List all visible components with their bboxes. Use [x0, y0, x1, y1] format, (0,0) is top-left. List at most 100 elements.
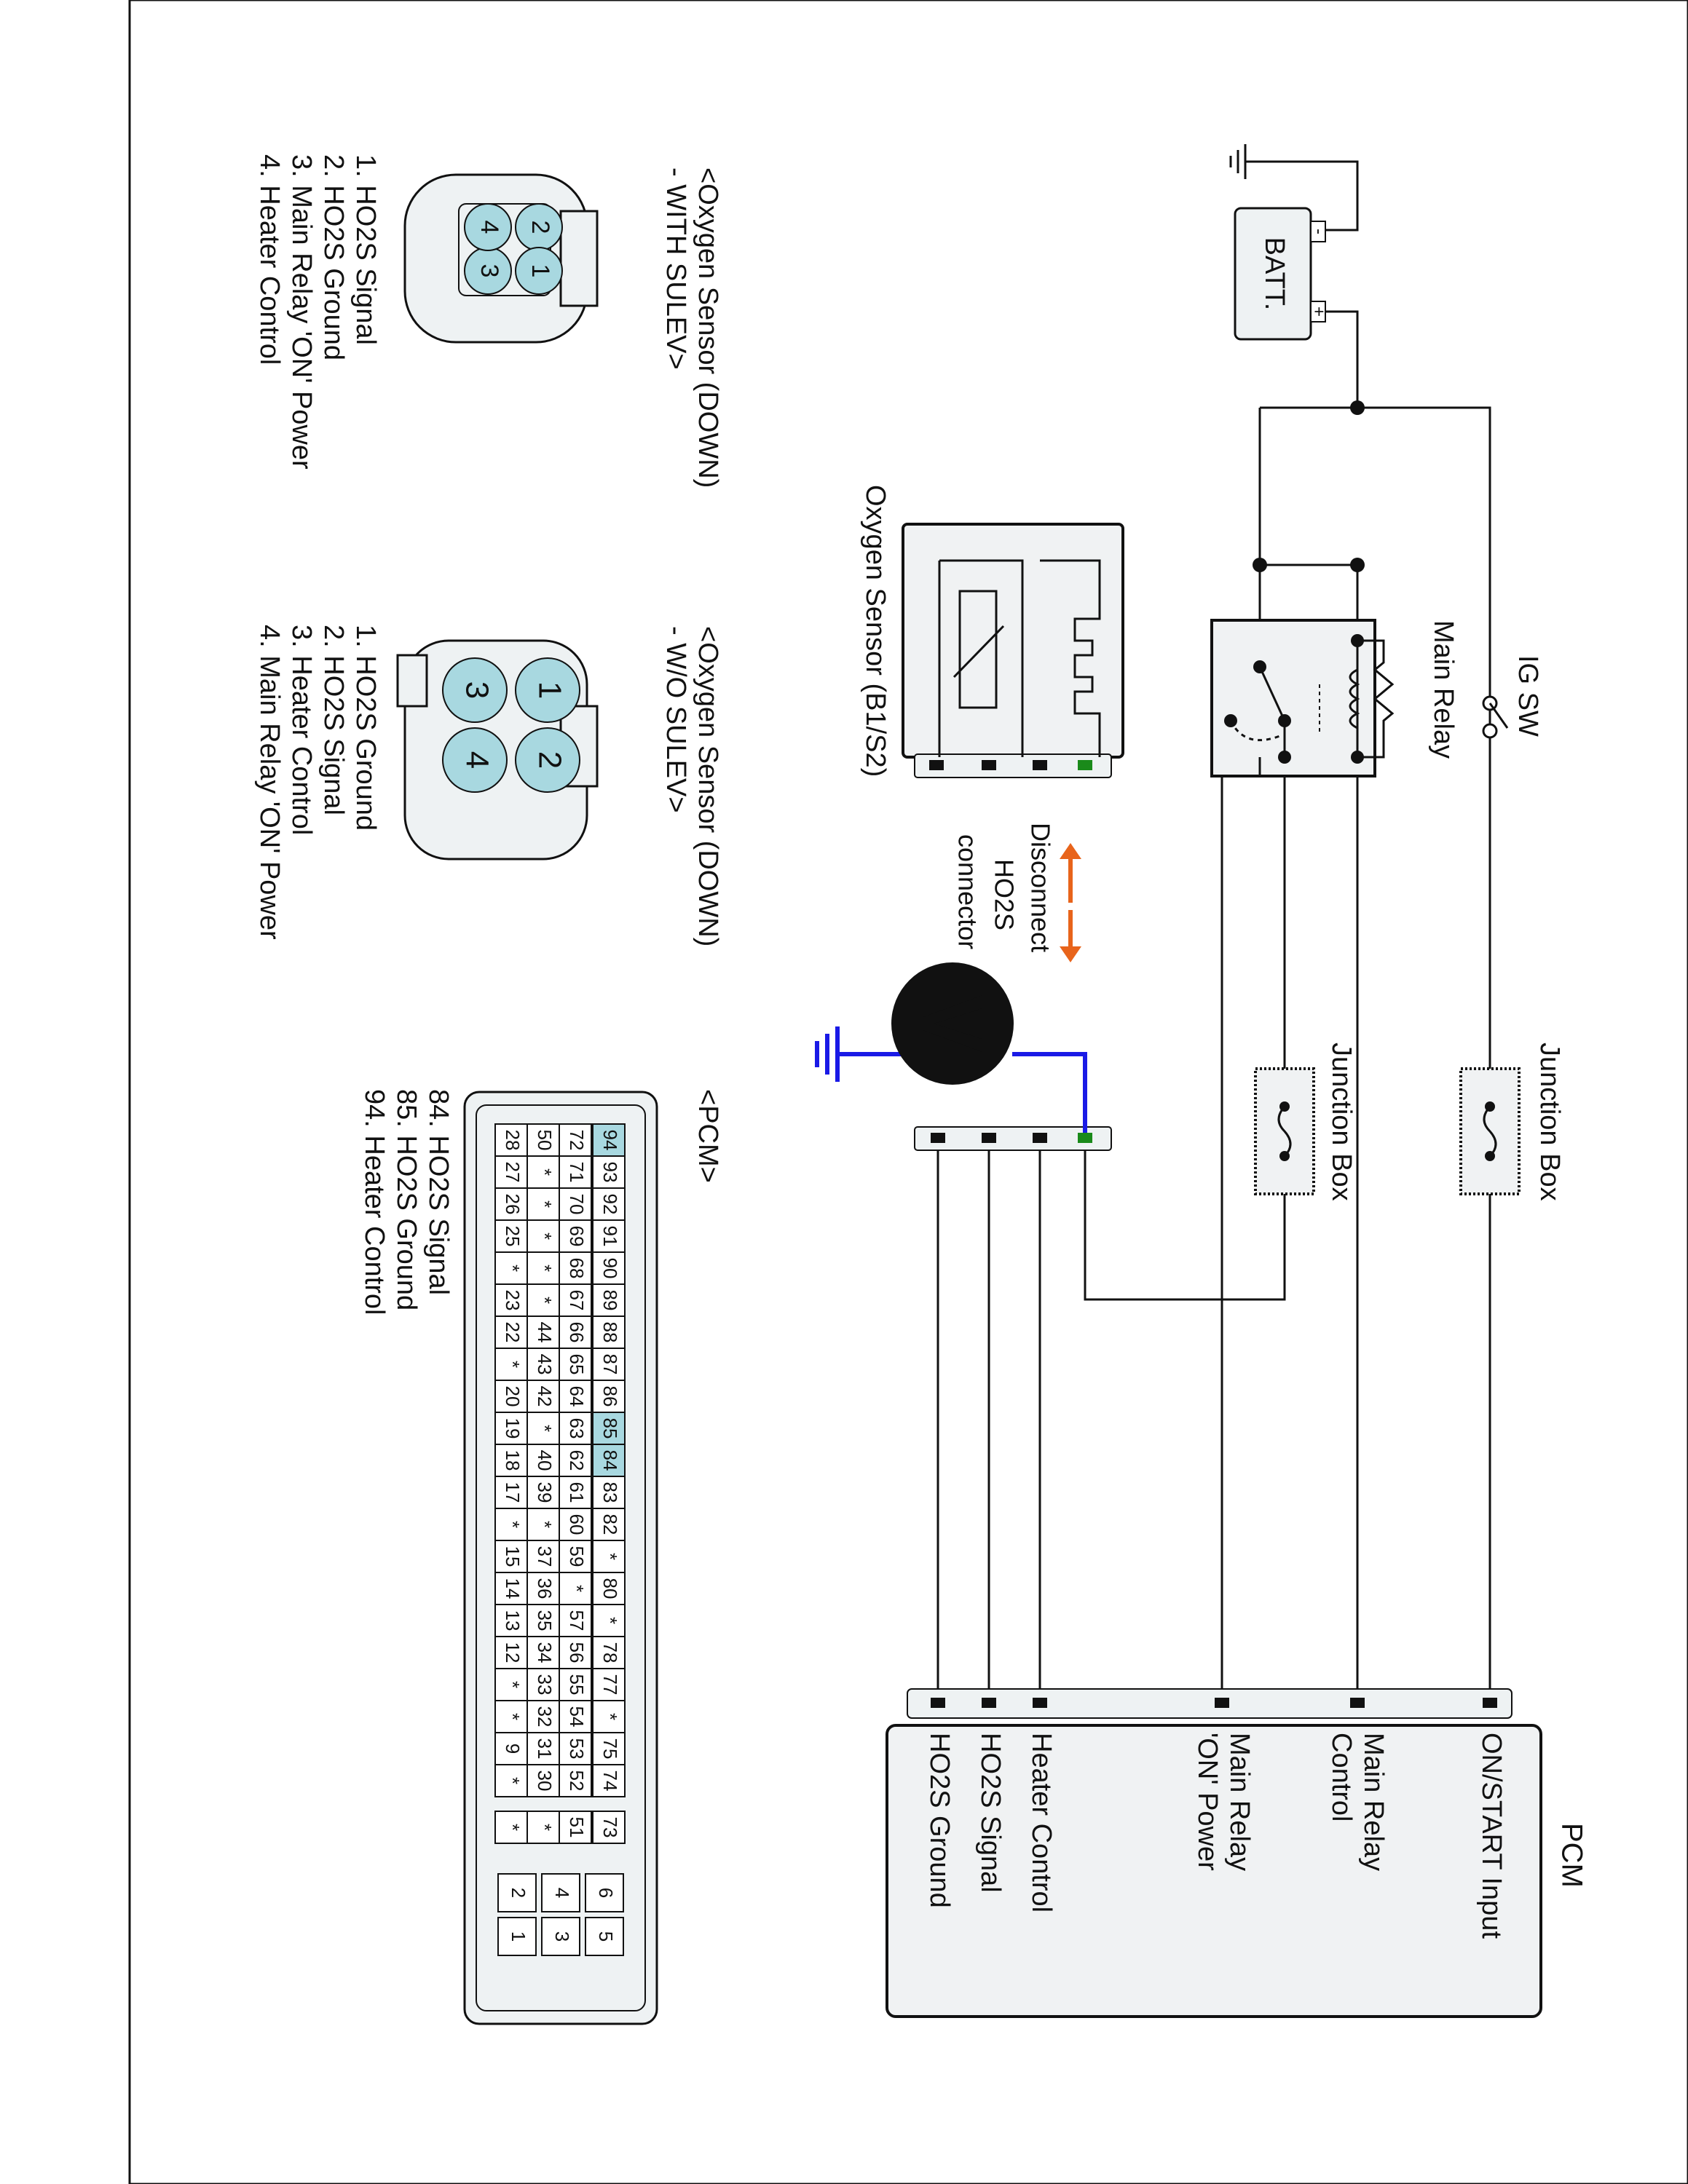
pcm-pin-label: * [534, 1297, 556, 1304]
pcm-pin-label: * [502, 1361, 524, 1368]
pcm-pin-label: 74 [599, 1770, 621, 1792]
wire-jb2-sensor [1084, 1150, 1286, 1301]
pcm-pin-cell [559, 1636, 592, 1669]
pcm-pin-label: 91 [599, 1226, 621, 1247]
pcm-pin-label: 70 [566, 1194, 588, 1215]
pcm-pin-cell [494, 1476, 528, 1509]
pcm-pin-label: 66 [566, 1322, 588, 1343]
pcm-pin-label: 40 [534, 1450, 556, 1471]
pcm-pin-cell [592, 1444, 626, 1477]
pcm-term-relay-control-2: Control [1326, 1733, 1357, 1822]
pcm-pin-cell [494, 1380, 528, 1413]
pcm-pin-cell [592, 1764, 626, 1797]
pcm-pin-label: 36 [534, 1578, 556, 1599]
pcm-pin-cell [526, 1348, 560, 1381]
pcm-pin-label: 57 [566, 1610, 588, 1631]
pcm-pin-cell [497, 1917, 537, 1956]
oxygen-sensor-label: Oxygen Sensor (B1/S2) [860, 485, 891, 777]
wo-sulev-title-1: <Oxygen Sensor (DOWN) [693, 626, 723, 946]
pcm-pin-cell [585, 1873, 624, 1912]
pcm-pin-label: 84 [599, 1450, 621, 1471]
pcm-pin-label: 22 [502, 1322, 524, 1343]
pcm-pin-label: 13 [502, 1610, 524, 1631]
pcm-pin-cell [526, 1155, 560, 1189]
pcm-term-ho2s-signal: HO2S Signal [975, 1733, 1006, 1893]
wo-sulev-pin-4: 4 [459, 751, 494, 769]
with-sulev-pin-2: 2 [526, 221, 554, 234]
pcm-pin-label: * [502, 1824, 524, 1831]
pcm-pin-label: * [502, 1681, 524, 1688]
pcm-pin-label: 51 [566, 1817, 588, 1838]
battery-pos-symbol: + [1309, 306, 1329, 317]
pcm-pin-label: 72 [566, 1130, 588, 1151]
pcm-pin-cell [494, 1444, 528, 1477]
pcm-term-on-start: ON/START Input [1476, 1733, 1507, 1939]
wire-junction-dots [1253, 400, 1365, 572]
with-sulev-pin-4: 4 [476, 221, 503, 234]
pcm-pin-cell [559, 1764, 592, 1797]
pcm-pin-label: * [566, 1585, 588, 1592]
pcm-pin-label: 65 [566, 1354, 588, 1375]
pcm-pin-label: 80 [599, 1578, 621, 1599]
pcm-pin-label: 53 [566, 1738, 588, 1760]
pcm-pin-label: 28 [502, 1130, 524, 1151]
pcm-pin-cell [494, 1764, 528, 1797]
connector-with-sulev [403, 173, 599, 344]
pcm-pin-label: * [534, 1233, 556, 1240]
pcm-pin-label: 73 [599, 1817, 621, 1838]
pcm-pin-cell [541, 1917, 580, 1956]
pcm-pin-cell [592, 1811, 626, 1844]
pcm-pin-label: 39 [534, 1482, 556, 1503]
pcm-pin-label: * [534, 1200, 556, 1208]
pcm-pin-label: 50 [534, 1130, 556, 1151]
pcm-pin-cell [592, 1412, 626, 1445]
wo-sulev-pin-3: 3 [459, 681, 494, 699]
pcm-pin-cell [526, 1412, 560, 1445]
pcm-pin-cell [526, 1444, 560, 1477]
disconnect-arrows-icon [1060, 843, 1081, 962]
pcm-pin-label: 56 [566, 1642, 588, 1663]
pcm-pin-label: 93 [599, 1162, 621, 1183]
wire-ig-feed [1260, 406, 1491, 1712]
pcm-pin-label: 75 [599, 1738, 621, 1760]
battery-label: BATT. [1259, 237, 1290, 311]
pcm-pin-label: 19 [502, 1418, 524, 1439]
pcm-pin-label: 26 [502, 1194, 524, 1215]
connector-wo-sulev [396, 639, 599, 860]
wo-sulev-legend-2: 2. HO2S Signal [318, 625, 349, 815]
with-sulev-legend-1: 1. HO2S Signal [350, 154, 381, 345]
pcm-pin-label: 61 [566, 1482, 588, 1503]
pcm-pin-cell [526, 1764, 560, 1797]
pcm-block [886, 1688, 1542, 2018]
pcm-pin-cell [559, 1540, 592, 1573]
pcm-pin-cell [494, 1636, 528, 1669]
pcm-pin-label: 6 [595, 1888, 617, 1898]
pcm-legend-3: 94. Heater Control [359, 1089, 390, 1315]
pcm-pin-label: 78 [599, 1642, 621, 1663]
pcm-pin-cell [592, 1508, 626, 1541]
pcm-pin-label: 18 [502, 1450, 524, 1471]
pcm-pin-label: * [502, 1777, 524, 1784]
pcm-pin-label: * [502, 1265, 524, 1272]
with-sulev-pin-1: 1 [526, 264, 554, 278]
ground-icon [1229, 144, 1247, 179]
with-sulev-legend-2: 2. HO2S Ground [318, 154, 349, 360]
pcm-pin-cell [494, 1700, 528, 1733]
pcm-pin-cell [559, 1811, 592, 1844]
pcm-pin-cell [494, 1123, 528, 1157]
pcm-term-relay-power-2: 'ON' Power [1192, 1733, 1223, 1871]
pcm-pin-cell [559, 1315, 592, 1349]
pcm-pin-label: 54 [566, 1706, 588, 1728]
pcm-pin-label: 87 [599, 1354, 621, 1375]
with-sulev-title-1: <Oxygen Sensor (DOWN) [693, 167, 723, 488]
pcm-pin-cell [494, 1283, 528, 1317]
pcm-pin-cell [494, 1540, 528, 1573]
pcm-pin-label: 37 [534, 1546, 556, 1567]
voltmeter: V [815, 962, 1087, 1133]
pcm-pin-label: * [599, 1553, 621, 1560]
disconnect-line1: Disconnect [1025, 823, 1055, 952]
pcm-pin-cell [559, 1348, 592, 1381]
pcm-pin-label: * [599, 1617, 621, 1624]
pcm-pin-label: 17 [502, 1482, 524, 1503]
pcm-pin-label: 86 [599, 1386, 621, 1407]
